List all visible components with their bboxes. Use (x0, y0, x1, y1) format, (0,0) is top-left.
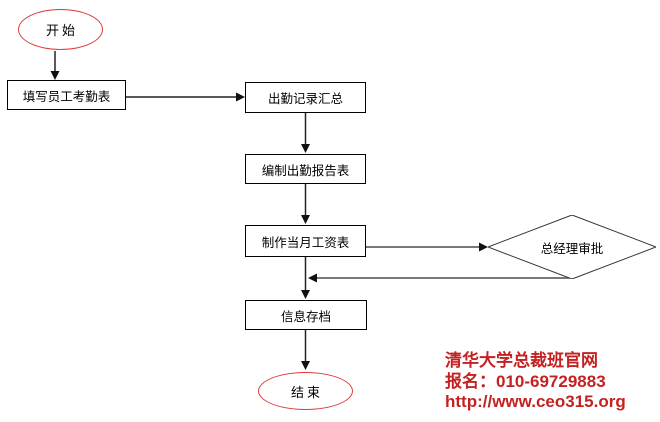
step-label: 信息存档 (280, 309, 331, 324)
watermark-phone: 报名：010-69729883 (445, 371, 606, 391)
step-label: 制作当月工资表 (261, 235, 350, 250)
arrow-fill-to-summary (126, 92, 245, 102)
arrow-archive-to-end (301, 330, 310, 370)
arrow-start-to-fill (50, 51, 60, 80)
arrow-salary-to-decision (366, 242, 488, 252)
start-node: 开始 (18, 9, 103, 50)
step-label: 编制出勤报告表 (261, 163, 350, 178)
arrow-report-to-salary (301, 184, 310, 224)
start-label: 开始 (45, 23, 78, 38)
step-fill-attendance-form: 填写员工考勤表 (7, 80, 126, 110)
step-make-monthly-payroll: 制作当月工资表 (245, 225, 366, 257)
decision-label: 总经理审批 (540, 241, 604, 256)
step-label: 出勤记录汇总 (267, 92, 343, 106)
watermark: 清华大学总裁班官网 报名：010-69729883 http://www.ceo… (445, 351, 626, 413)
arrow-decision-to-junction (308, 273, 569, 283)
decision-general-manager-approval: 总经理审批 (488, 215, 656, 279)
watermark-url: http://www.ceo315.org (445, 392, 626, 411)
step-prepare-attendance-report: 编制出勤报告表 (245, 154, 366, 184)
end-label: 结束 (290, 384, 323, 400)
diamond-shape (488, 215, 656, 279)
end-node: 结束 (258, 372, 353, 410)
step-information-archive: 信息存档 (245, 300, 367, 330)
step-attendance-record-summary: 出勤记录汇总 (245, 82, 366, 113)
watermark-site-name: 清华大学总裁班官网 (445, 351, 598, 370)
arrow-summary-to-report (301, 113, 310, 153)
step-label: 填写员工考勤表 (22, 89, 111, 104)
arrow-salary-to-archive (301, 257, 310, 299)
